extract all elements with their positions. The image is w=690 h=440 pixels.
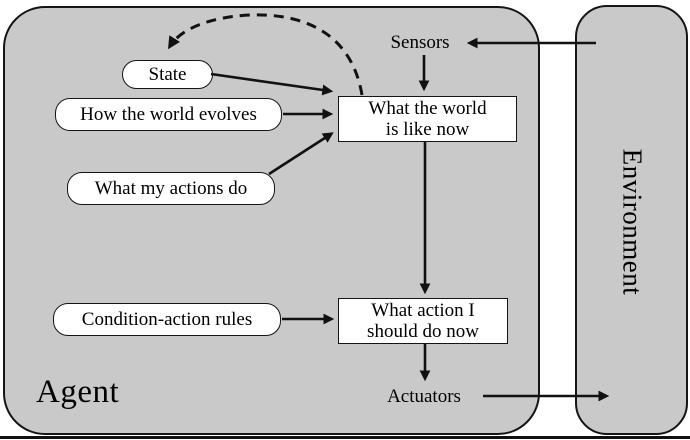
node-what-my-actions-do-label: What my actions do: [94, 177, 248, 199]
agent-container: [3, 6, 540, 435]
environment-label: Environment: [617, 148, 648, 296]
node-world-state: What the world is like now: [338, 96, 517, 142]
node-how-world-evolves-label: How the world evolves: [80, 103, 257, 125]
figure-bottom-border: [0, 436, 690, 439]
node-action-choice-line2: should do now: [367, 321, 479, 342]
node-condition-action-rules: Condition-action rules: [53, 303, 281, 336]
node-how-world-evolves: How the world evolves: [55, 98, 282, 131]
node-state: State: [122, 60, 213, 89]
environment-container: [575, 5, 688, 435]
actuators-label: Actuators: [387, 386, 461, 407]
node-what-my-actions-do: What my actions do: [67, 172, 275, 205]
node-action-choice: What action I should do now: [338, 298, 508, 344]
sensors-label: Sensors: [390, 32, 450, 53]
node-world-state-line1: What the world: [368, 98, 487, 119]
agent-label: Agent: [36, 374, 120, 410]
node-state-label: State: [148, 63, 187, 85]
node-action-choice-line1: What action I: [371, 300, 475, 321]
node-condition-action-rules-label: Condition-action rules: [81, 308, 253, 330]
node-world-state-line2: is like now: [385, 119, 470, 140]
